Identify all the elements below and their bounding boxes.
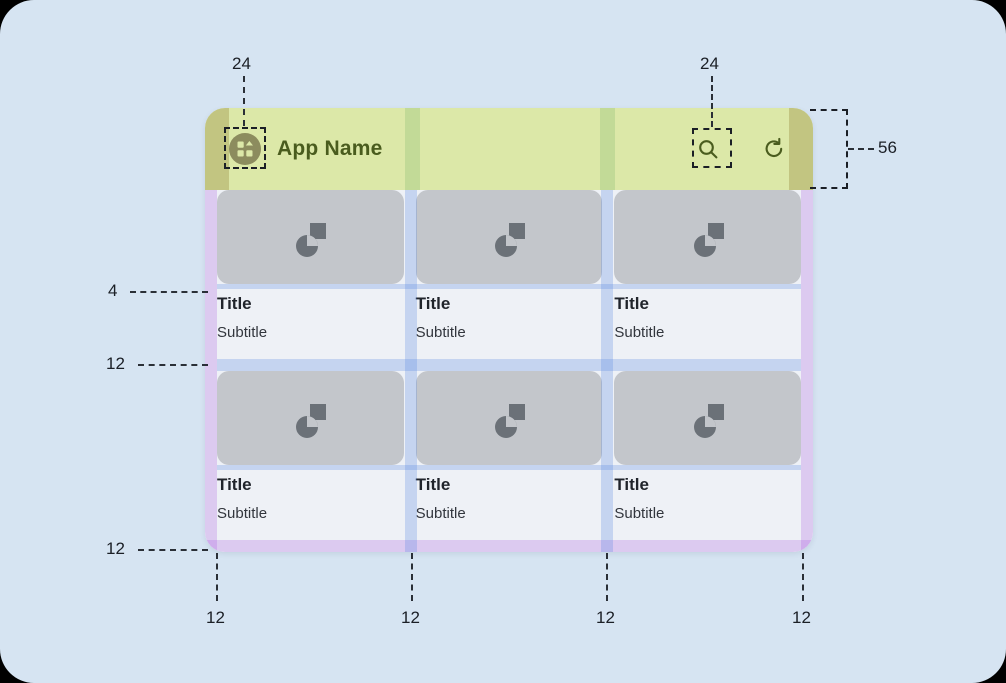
dimension-label-bottom-12-c: 12 <box>596 608 615 627</box>
image-placeholder-icon <box>415 371 603 465</box>
app-title: App Name <box>277 137 383 160</box>
image-placeholder-icon <box>614 371 802 465</box>
dimension-label-bottom-padding-12: 12 <box>106 539 125 558</box>
dimension-label-top-left-24: 24 <box>232 54 251 73</box>
tile-grid-row: Title Subtitle Title Subtitle <box>217 371 802 540</box>
apps-grid-icon <box>229 133 261 165</box>
app-logo-button[interactable] <box>229 133 261 165</box>
leader-line-bottom-12-b <box>411 553 413 601</box>
image-placeholder-icon <box>217 371 404 465</box>
app-bar-leading: App Name <box>205 133 382 165</box>
leader-line-gap-4 <box>130 291 208 293</box>
tile-grid-row: Title Subtitle Title Subtitle <box>217 190 802 359</box>
list-item-subtitle: Subtitle <box>415 324 466 341</box>
leader-line-appbar-height <box>848 148 874 150</box>
tile-grid: Title Subtitle Title Subtitle <box>205 190 813 552</box>
dimension-label-row-gutter-12: 12 <box>106 354 125 373</box>
list-item-subtitle: Subtitle <box>614 324 665 341</box>
leader-line-bottom-12-c <box>606 553 608 601</box>
list-item[interactable]: Title Subtitle <box>415 371 603 540</box>
leader-line-bottom-12-a <box>216 553 218 601</box>
list-item-subtitle: Subtitle <box>217 505 268 522</box>
image-placeholder-icon <box>415 190 603 284</box>
dimension-bracket-appbar-height <box>810 109 848 189</box>
list-item-subtitle: Subtitle <box>217 324 268 341</box>
leader-line-bottom-12-d <box>802 553 804 601</box>
app-bar: App Name <box>205 108 813 190</box>
dimension-label-bottom-12-d: 12 <box>792 608 811 627</box>
list-item[interactable]: Title Subtitle <box>217 371 404 540</box>
list-item-subtitle: Subtitle <box>614 505 665 522</box>
list-item-text: Title Subtitle <box>614 469 801 525</box>
list-item-subtitle: Subtitle <box>415 505 466 522</box>
leader-line-row-gutter-12 <box>138 364 208 366</box>
leader-line-bottom-padding-12 <box>138 549 208 551</box>
list-item-title: Title <box>614 475 649 494</box>
list-item[interactable]: Title Subtitle <box>415 190 603 359</box>
dimension-label-gap-4: 4 <box>108 281 118 300</box>
list-item-text: Title Subtitle <box>416 288 603 344</box>
list-item-title: Title <box>415 294 451 313</box>
image-placeholder-icon <box>614 190 802 284</box>
list-item-text: Title Subtitle <box>217 469 404 525</box>
list-item-title: Title <box>614 294 649 313</box>
list-item-text: Title Subtitle <box>614 288 801 344</box>
search-icon[interactable] <box>693 134 723 164</box>
list-item-title: Title <box>217 475 252 494</box>
app-preview-card: App Name <box>205 108 813 552</box>
refresh-icon[interactable] <box>759 134 789 164</box>
dimension-label-appbar-height-56: 56 <box>878 138 897 157</box>
dimension-label-bottom-12-b: 12 <box>401 608 420 627</box>
list-item-text: Title Subtitle <box>217 288 404 344</box>
list-item[interactable]: Title Subtitle <box>614 190 802 359</box>
list-item-title: Title <box>217 294 252 313</box>
image-placeholder-icon <box>217 190 404 284</box>
list-item-text: Title Subtitle <box>416 469 603 525</box>
list-item[interactable]: Title Subtitle <box>217 190 404 359</box>
dimension-label-top-right-24: 24 <box>700 54 719 73</box>
list-item[interactable]: Title Subtitle <box>614 371 802 540</box>
list-item-title: Title <box>415 475 451 494</box>
dimension-label-bottom-12-a: 12 <box>206 608 225 627</box>
app-bar-actions <box>693 134 813 164</box>
